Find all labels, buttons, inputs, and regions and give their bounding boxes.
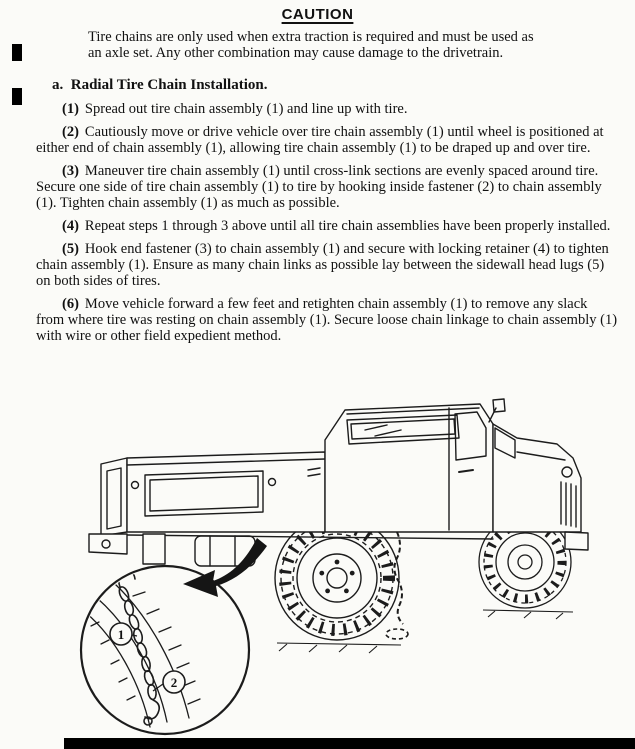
step-2-number: (2) xyxy=(62,124,79,140)
detail-callout-circle: 1 2 xyxy=(79,564,251,736)
procedure-steps: (1) Spread out tire chain assembly (1) an… xyxy=(0,101,635,344)
step-6: (6)Move vehicle forward a few feet and r… xyxy=(36,296,619,344)
footer-bar xyxy=(64,738,635,749)
step-1: (1) Spread out tire chain assembly (1) an… xyxy=(36,101,619,117)
caution-heading: CAUTION xyxy=(281,6,354,23)
truck-body xyxy=(88,398,589,567)
rear-wheel-with-chains xyxy=(274,515,400,641)
step-3-text: Maneuver tire chain assembly (1) until c… xyxy=(36,163,602,211)
callout-1: 1 xyxy=(109,622,138,646)
caution-text: Tire chains are only used when extra tra… xyxy=(88,29,534,61)
step-4-text: Repeat steps 1 through 3 above until all… xyxy=(84,218,611,234)
change-bar-mark-2 xyxy=(12,88,22,105)
hanging-chain xyxy=(385,531,409,640)
step-6-number: (6) xyxy=(62,296,79,312)
step-1-number: (1) xyxy=(62,101,79,117)
step-3: (3)Maneuver tire chain assembly (1) unti… xyxy=(36,163,619,211)
detail-pointer-arrow xyxy=(183,538,267,597)
step-1-text: Spread out tire chain assembly (1) and l… xyxy=(84,101,408,117)
ground-lines xyxy=(276,609,574,654)
step-2-text: Cautiously move or drive vehicle over ti… xyxy=(36,124,604,156)
change-bar-mark-1 xyxy=(12,44,22,61)
step-4: (4) Repeat steps 1 through 3 above until … xyxy=(36,218,619,234)
section-heading: a. Radial Tire Chain Installation. xyxy=(52,77,268,93)
step-5-text: Hook end fastener (3) to chain assembly … xyxy=(36,241,609,289)
step-3-number: (3) xyxy=(62,163,79,179)
step-6-text: Move vehicle forward a few feet and reti… xyxy=(36,296,618,344)
step-2: (2)Cautiously move or drive vehicle over… xyxy=(36,124,619,156)
truck-illustration-svg: 1 2 xyxy=(79,398,589,736)
step-4-number: (4) xyxy=(62,218,79,234)
step-5: (5)Hook end fastener (3) to chain assemb… xyxy=(36,241,619,289)
tire-chain-figure: 1 2 xyxy=(25,382,610,742)
callout-1-label: 1 xyxy=(118,627,125,642)
callout-2: 2 xyxy=(152,670,186,694)
step-5-number: (5) xyxy=(62,241,79,257)
callout-2-label: 2 xyxy=(171,675,178,690)
